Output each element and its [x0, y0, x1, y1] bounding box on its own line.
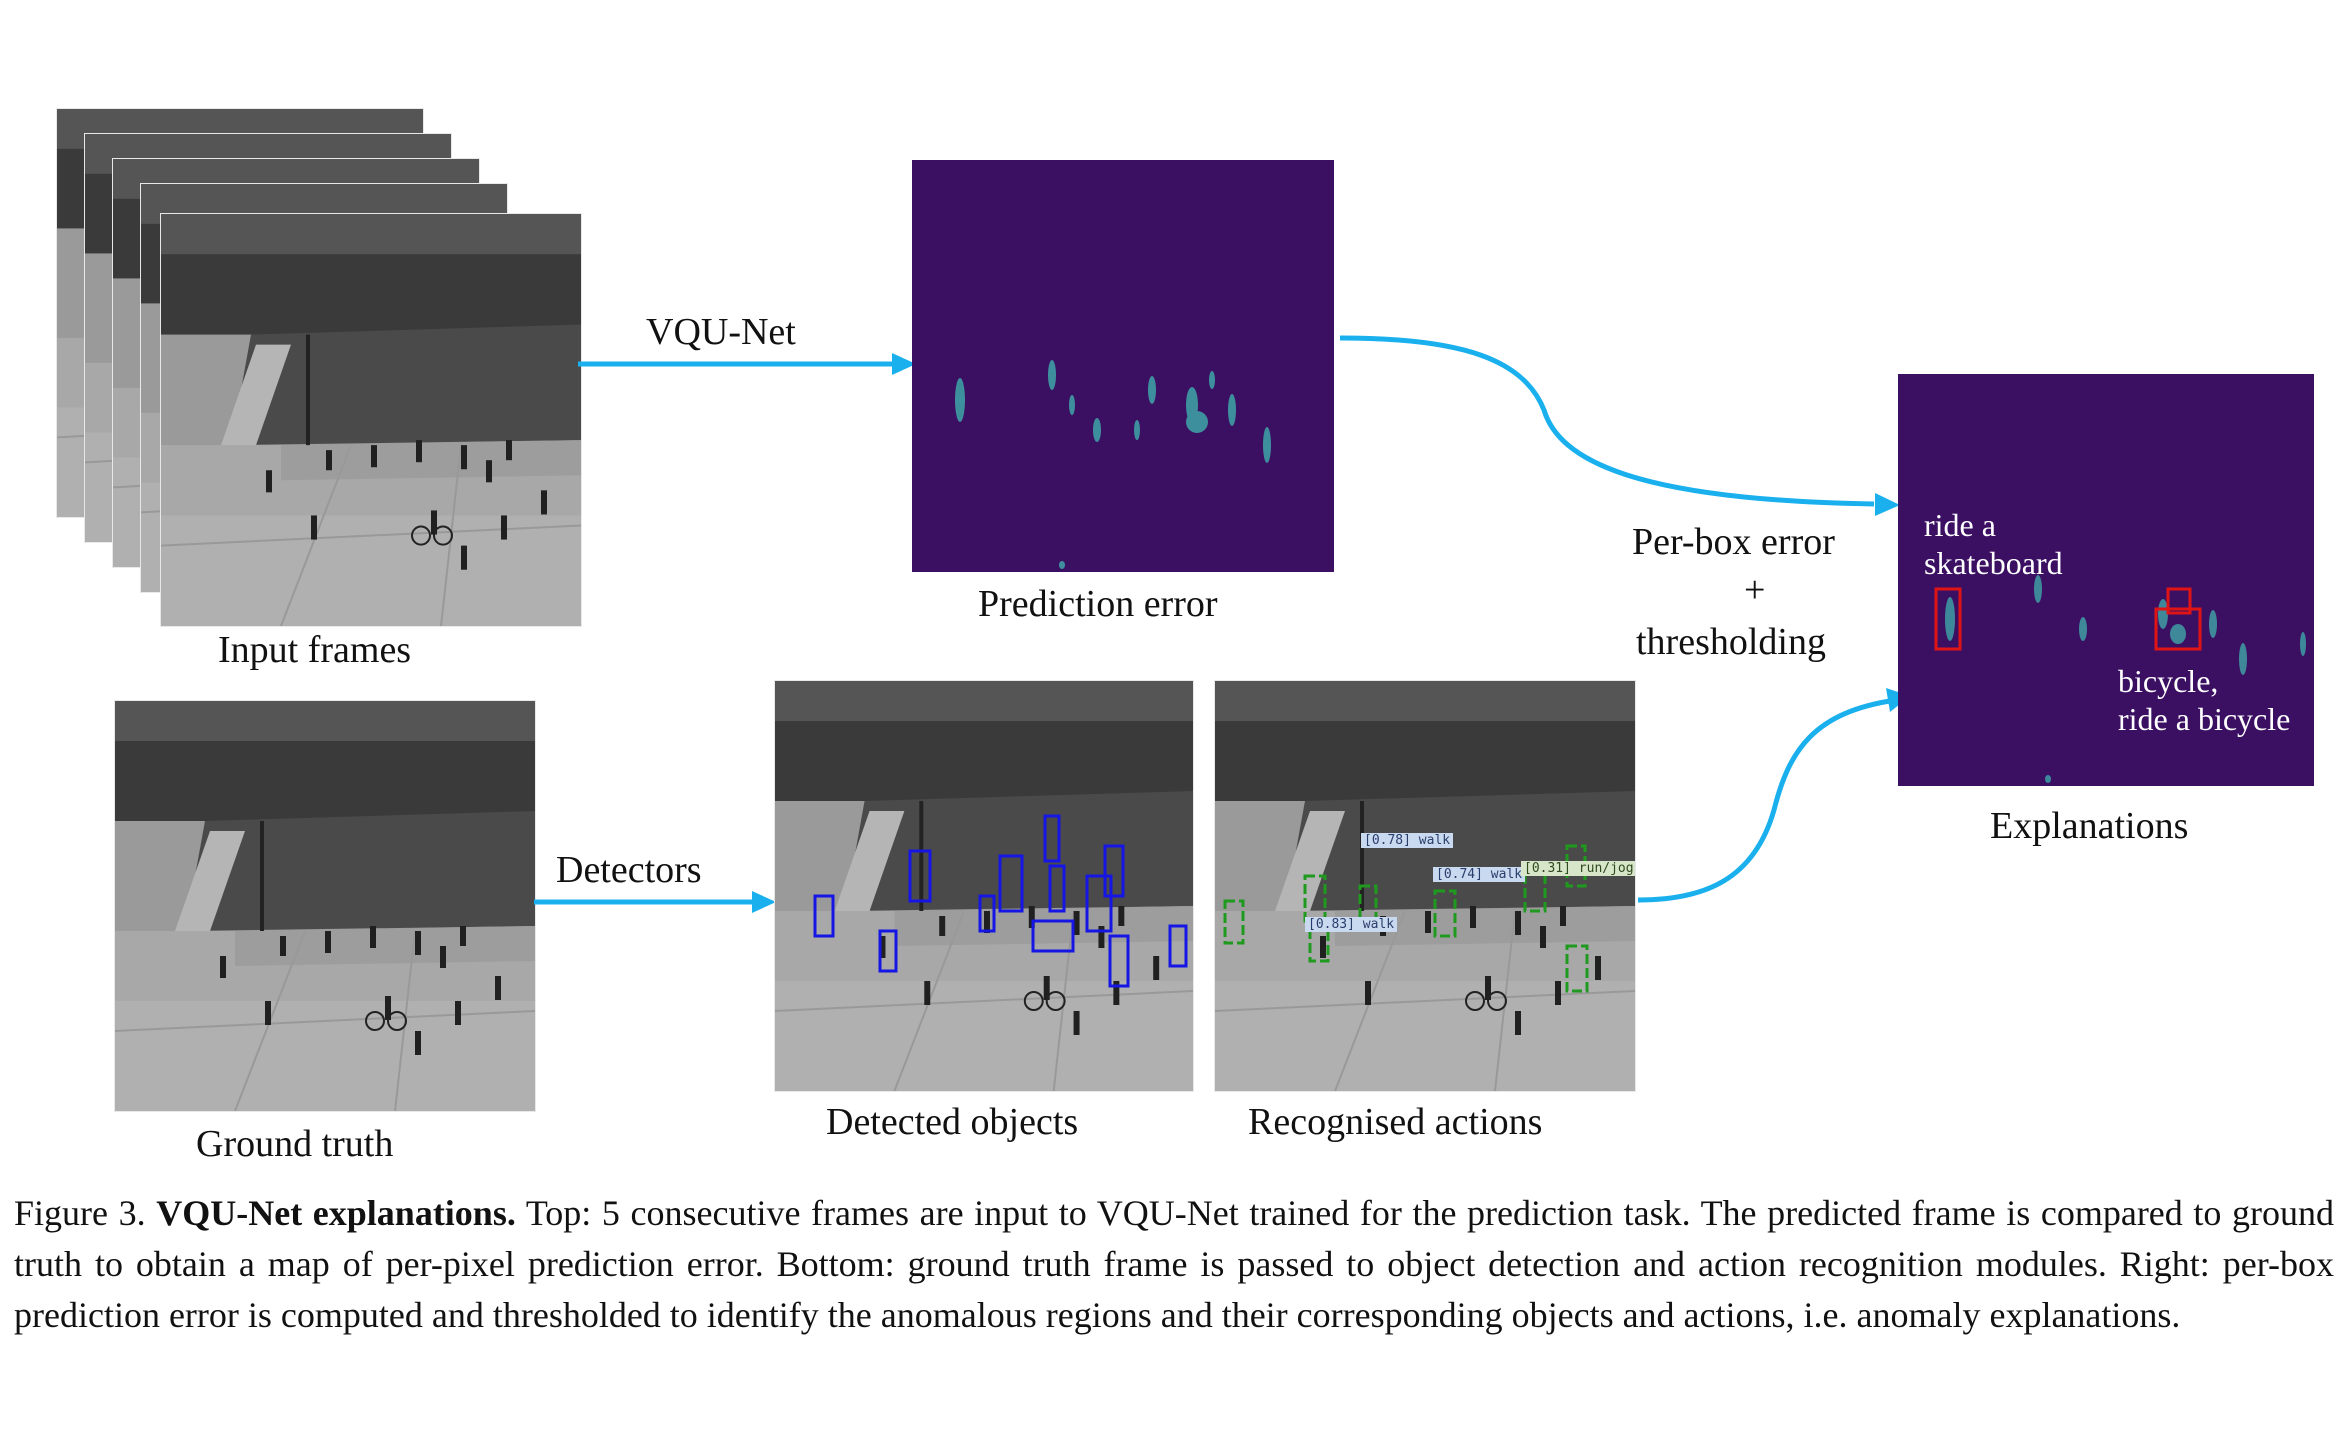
actions-to-explanations-arrow [1637, 688, 1910, 903]
action-label-2: [0.74] walk [1433, 867, 1526, 882]
ground-truth-frame [114, 700, 536, 1112]
recognised-actions-label: Recognised actions [1248, 1101, 1543, 1143]
explanation-skateboard-1: ride a [1924, 507, 1996, 543]
caption-prefix: Figure 3. [14, 1193, 146, 1233]
prediction-error-label: Prediction error [978, 583, 1218, 625]
caption-body: Top: 5 consecutive frames are input to V… [14, 1193, 2334, 1335]
per-box-label-2: + [1744, 569, 1766, 611]
explanations-map: ride a skateboard bicycle, ride a bicycl… [1898, 374, 2314, 786]
caption-title: VQU-Net explanations. [156, 1193, 516, 1233]
input-frame-5 [160, 213, 582, 627]
vqu-net-arrow [578, 353, 916, 375]
per-box-label-1: Per-box error [1632, 521, 1835, 563]
explanation-bicycle-1: bicycle, [2118, 663, 2219, 699]
detected-objects-label: Detected objects [826, 1101, 1079, 1143]
figure-caption: Figure 3. VQU-Net explanations. Top: 5 c… [14, 1188, 2334, 1341]
per-box-label-3: thresholding [1636, 621, 1826, 663]
detected-objects-frame [774, 680, 1194, 1092]
detectors-arrow [534, 891, 776, 913]
action-label-4: [0.83] walk [1305, 917, 1398, 932]
explanation-bicycle-2: ride a bicycle [2118, 701, 2291, 737]
ground-truth-label: Ground truth [196, 1123, 394, 1165]
recognised-actions-frame: [0.78] walk [0.74] walk [0.31] run/jog [… [1214, 680, 1636, 1092]
prediction-error-map [912, 160, 1334, 572]
action-label-1: [0.78] walk [1361, 833, 1454, 848]
explanations-label: Explanations [1990, 805, 2189, 847]
error-to-explanations-arrow [1339, 335, 1900, 516]
vqu-net-label: VQU-Net [646, 311, 796, 353]
explanation-skateboard-2: skateboard [1924, 545, 2063, 581]
input-frames-label: Input frames [218, 629, 412, 671]
action-label-3: [0.31] run/jog [1521, 861, 1635, 876]
detectors-label: Detectors [556, 849, 702, 891]
